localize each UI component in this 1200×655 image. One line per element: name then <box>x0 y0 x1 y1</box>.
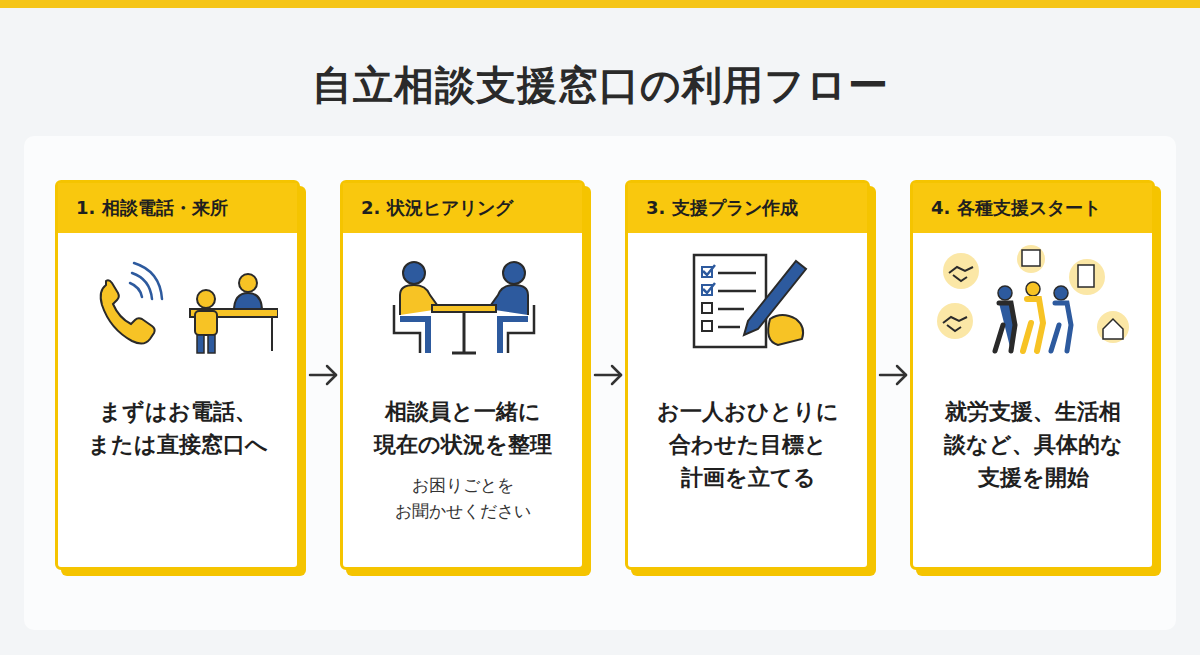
step-card: 1. 相談電話・来所まずはお電話、 または直接窓口へ <box>55 180 300 570</box>
card-header: 1. 相談電話・来所 <box>58 183 297 233</box>
support-icon <box>933 245 1133 355</box>
step-description: 相談員と一緒に 現在の状況を整理 <box>365 395 561 461</box>
step-heading: 2. 状況ヒアリング <box>343 183 582 233</box>
step-description: まずはお電話、 または直接窓口へ <box>80 395 276 461</box>
meeting-icon <box>374 255 554 355</box>
step-heading: 3. 支援プラン作成 <box>628 183 867 233</box>
phone-counter-icon <box>78 255 278 355</box>
flow-arrow <box>310 366 336 384</box>
diagram-title: 自立相談支援窓口の利用フロー <box>0 58 1200 113</box>
flow-arrow <box>595 366 621 384</box>
step-note: お困りごとを お聞かせください <box>373 473 553 524</box>
card-header: 2. 状況ヒアリング <box>343 183 582 233</box>
step-description: 就労支援、生活相 談など、具体的な 支援を開始 <box>935 395 1131 494</box>
checklist-icon <box>684 251 814 351</box>
step-card: 3. 支援プラン作成お一人おひとりに 合わせた目標と 計画を立てる <box>625 180 870 570</box>
top-bar <box>0 0 1200 8</box>
step-card: 2. 状況ヒアリング相談員と一緒に 現在の状況を整理お困りごとを お聞かせくださ… <box>340 180 585 570</box>
step-description: お一人おひとりに 合わせた目標と 計画を立てる <box>650 395 846 494</box>
step-heading: 4. 各種支援スタート <box>913 183 1152 233</box>
step-card: 4. 各種支援スタート就労支援、生活相 談など、具体的な 支援を開始 <box>910 180 1155 570</box>
card-header: 4. 各種支援スタート <box>913 183 1152 233</box>
step-heading: 1. 相談電話・来所 <box>58 183 297 233</box>
flow-arrow <box>880 366 906 384</box>
card-header: 3. 支援プラン作成 <box>628 183 867 233</box>
